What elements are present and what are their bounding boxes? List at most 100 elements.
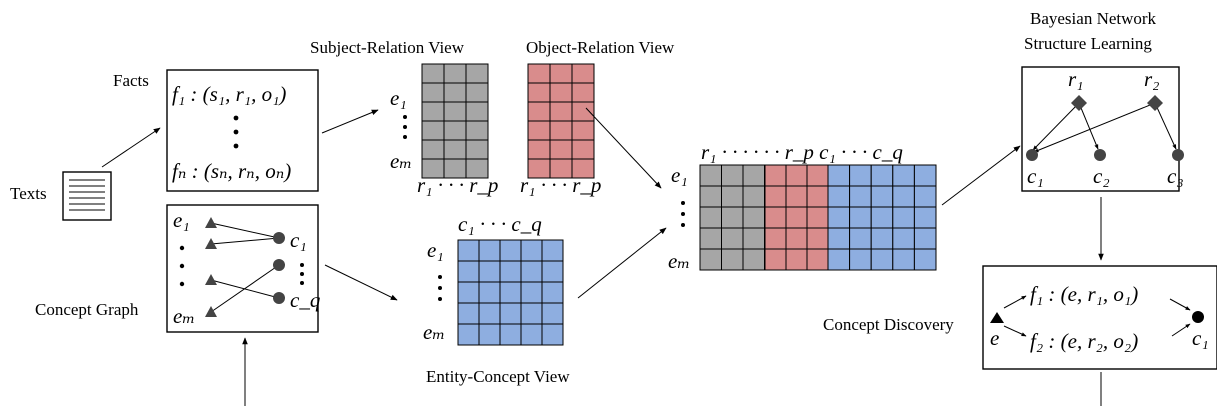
matrix-cell (421, 63, 445, 84)
matrix-cell (870, 164, 894, 187)
matrix-cell (541, 260, 564, 283)
matrix-cell (870, 206, 894, 229)
entity-triangle-icon (205, 217, 217, 228)
matrix-cell (527, 139, 551, 160)
concept-graph-label: Concept Graph (35, 300, 139, 319)
or-r-range: r₁ · · · r_p (520, 173, 601, 197)
entity-triangle-icon (205, 306, 217, 317)
matrix-cell (571, 120, 595, 141)
vertical-ellipsis-icon (403, 115, 407, 139)
matrix-cell (478, 281, 501, 304)
matrix-cell (827, 248, 851, 271)
matrix-cell (742, 248, 765, 271)
concept-node-icon (273, 259, 285, 271)
matrix-cell (549, 63, 573, 84)
sr-e1: e₁ (390, 86, 407, 110)
cg-c1: c₁ (290, 228, 307, 252)
discovery-f2: f₂ : (e, r₂, o₂) (1030, 329, 1138, 353)
document-icon (62, 171, 112, 221)
matrix-cell (465, 120, 489, 141)
matrix-cell (892, 185, 915, 208)
matrix-cell (478, 302, 501, 325)
matrix-cell (849, 164, 872, 187)
matrix-cell (520, 302, 543, 325)
relation-diamond-icon (1071, 95, 1087, 111)
matrix-cell (913, 185, 937, 208)
concept-node-icon (1192, 311, 1204, 323)
matrix-cell (764, 248, 787, 271)
matrix-cell (527, 120, 551, 141)
discovery-e: e (990, 326, 999, 350)
matrix-cell (827, 206, 851, 229)
vertical-ellipsis-icon (681, 201, 685, 227)
entity-concept-matrix (457, 239, 564, 346)
matrix-cell (806, 248, 829, 271)
matrix-cell (870, 248, 894, 271)
matrix-cell (520, 239, 543, 262)
fact-last: fₙ : (sₙ, rₙ, oₙ) (172, 159, 291, 183)
matrix-cell (699, 206, 722, 229)
matrix-cell (549, 82, 573, 103)
concept-node-icon (1094, 149, 1106, 161)
matrix-cell (527, 63, 551, 84)
matrix-cell (827, 185, 851, 208)
matrix-cell (443, 120, 467, 141)
matrix-cell (806, 206, 829, 229)
matrix-cell (499, 260, 522, 283)
concept-node-icon (1172, 149, 1184, 161)
matrix-cell (785, 227, 808, 250)
bn-title-line1: Bayesian Network (1030, 9, 1157, 28)
matrix-cell (892, 164, 915, 187)
arrow-ec-combined (577, 227, 667, 299)
matrix-cell (541, 281, 564, 304)
matrix-cell (849, 206, 872, 229)
concept-discovery-label: Concept Discovery (823, 315, 954, 334)
matrix-cell (721, 206, 744, 229)
ec-em: eₘ (423, 320, 445, 344)
concept-discovery-box (982, 265, 1217, 370)
bn-c2: c₂ (1093, 164, 1110, 188)
matrix-cell (499, 323, 522, 346)
matrix-cell (764, 185, 787, 208)
concept-node-icon (273, 292, 285, 304)
matrix-cell (465, 101, 489, 122)
matrix-cell (699, 185, 722, 208)
bayesian-network (1026, 95, 1184, 161)
cg-e1: e₁ (173, 208, 190, 232)
matrix-cell (520, 260, 543, 283)
matrix-cell (721, 185, 744, 208)
matrix-cell (571, 139, 595, 160)
matrix-cell (721, 227, 744, 250)
matrix-cell (742, 164, 765, 187)
matrix-cell (465, 139, 489, 160)
combined-subject-block (699, 164, 765, 271)
matrix-cell (785, 185, 808, 208)
matrix-cell (870, 227, 894, 250)
matrix-cell (499, 239, 522, 262)
vertical-ellipsis-icon (233, 115, 239, 149)
matrix-cell (478, 239, 501, 262)
texts-label: Texts (10, 184, 47, 203)
matrix-cell (499, 281, 522, 304)
matrix-cell (549, 101, 573, 122)
matrix-cell (541, 323, 564, 346)
matrix-cell (478, 323, 501, 346)
matrix-cell (849, 185, 872, 208)
sr-em: eₘ (390, 149, 412, 173)
matrix-cell (421, 139, 445, 160)
matrix-cell (443, 101, 467, 122)
matrix-cell (457, 239, 480, 262)
matrix-cell (721, 164, 744, 187)
entity-triangle-icon (205, 274, 217, 285)
matrix-cell (764, 206, 787, 229)
matrix-cell (421, 101, 445, 122)
matrix-cell (527, 101, 551, 122)
matrix-cell (806, 227, 829, 250)
subject-relation-matrix (421, 63, 489, 179)
matrix-cell (499, 302, 522, 325)
matrix-cell (785, 206, 808, 229)
matrix-cell (827, 227, 851, 250)
bn-r2: r₂ (1144, 67, 1159, 91)
matrix-cell (699, 164, 722, 187)
discovery-c1: c₁ (1192, 326, 1209, 350)
